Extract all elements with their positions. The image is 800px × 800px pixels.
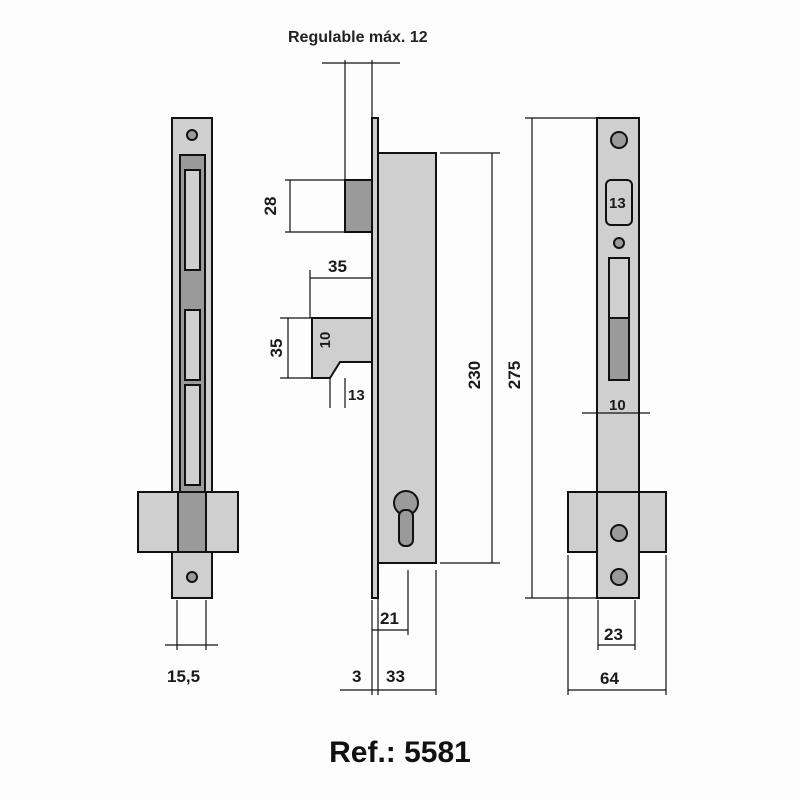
adjustable-label: Regulable máx. 12	[288, 29, 428, 46]
case-depth-label: 33	[386, 667, 405, 686]
reference-number: Ref.: 5581	[329, 736, 471, 769]
bolt-slot-width-label: 10	[609, 397, 626, 414]
faceplate-rear-view	[525, 117, 667, 695]
faceplate-width-label: 15,5	[167, 667, 200, 686]
latch-height-label: 35	[267, 339, 286, 358]
deadbolt-height-label: 28	[261, 197, 280, 216]
latch-projection-label: 35	[328, 257, 347, 276]
faceplate-front-view	[137, 117, 239, 650]
latch-offset-label: 13	[348, 387, 365, 404]
spindle-size-label: 13	[609, 195, 626, 212]
backset-label: 21	[380, 609, 399, 628]
faceplate-thickness-label: 3	[352, 667, 361, 686]
faceplate-height-label: 275	[505, 361, 524, 389]
case-height-label: 230	[465, 361, 484, 389]
cylinder-distance-label: 23	[604, 625, 623, 644]
lock-side-view	[280, 60, 500, 695]
latch-width-label: 10	[317, 332, 334, 349]
strike-width-label: 64	[600, 669, 619, 688]
